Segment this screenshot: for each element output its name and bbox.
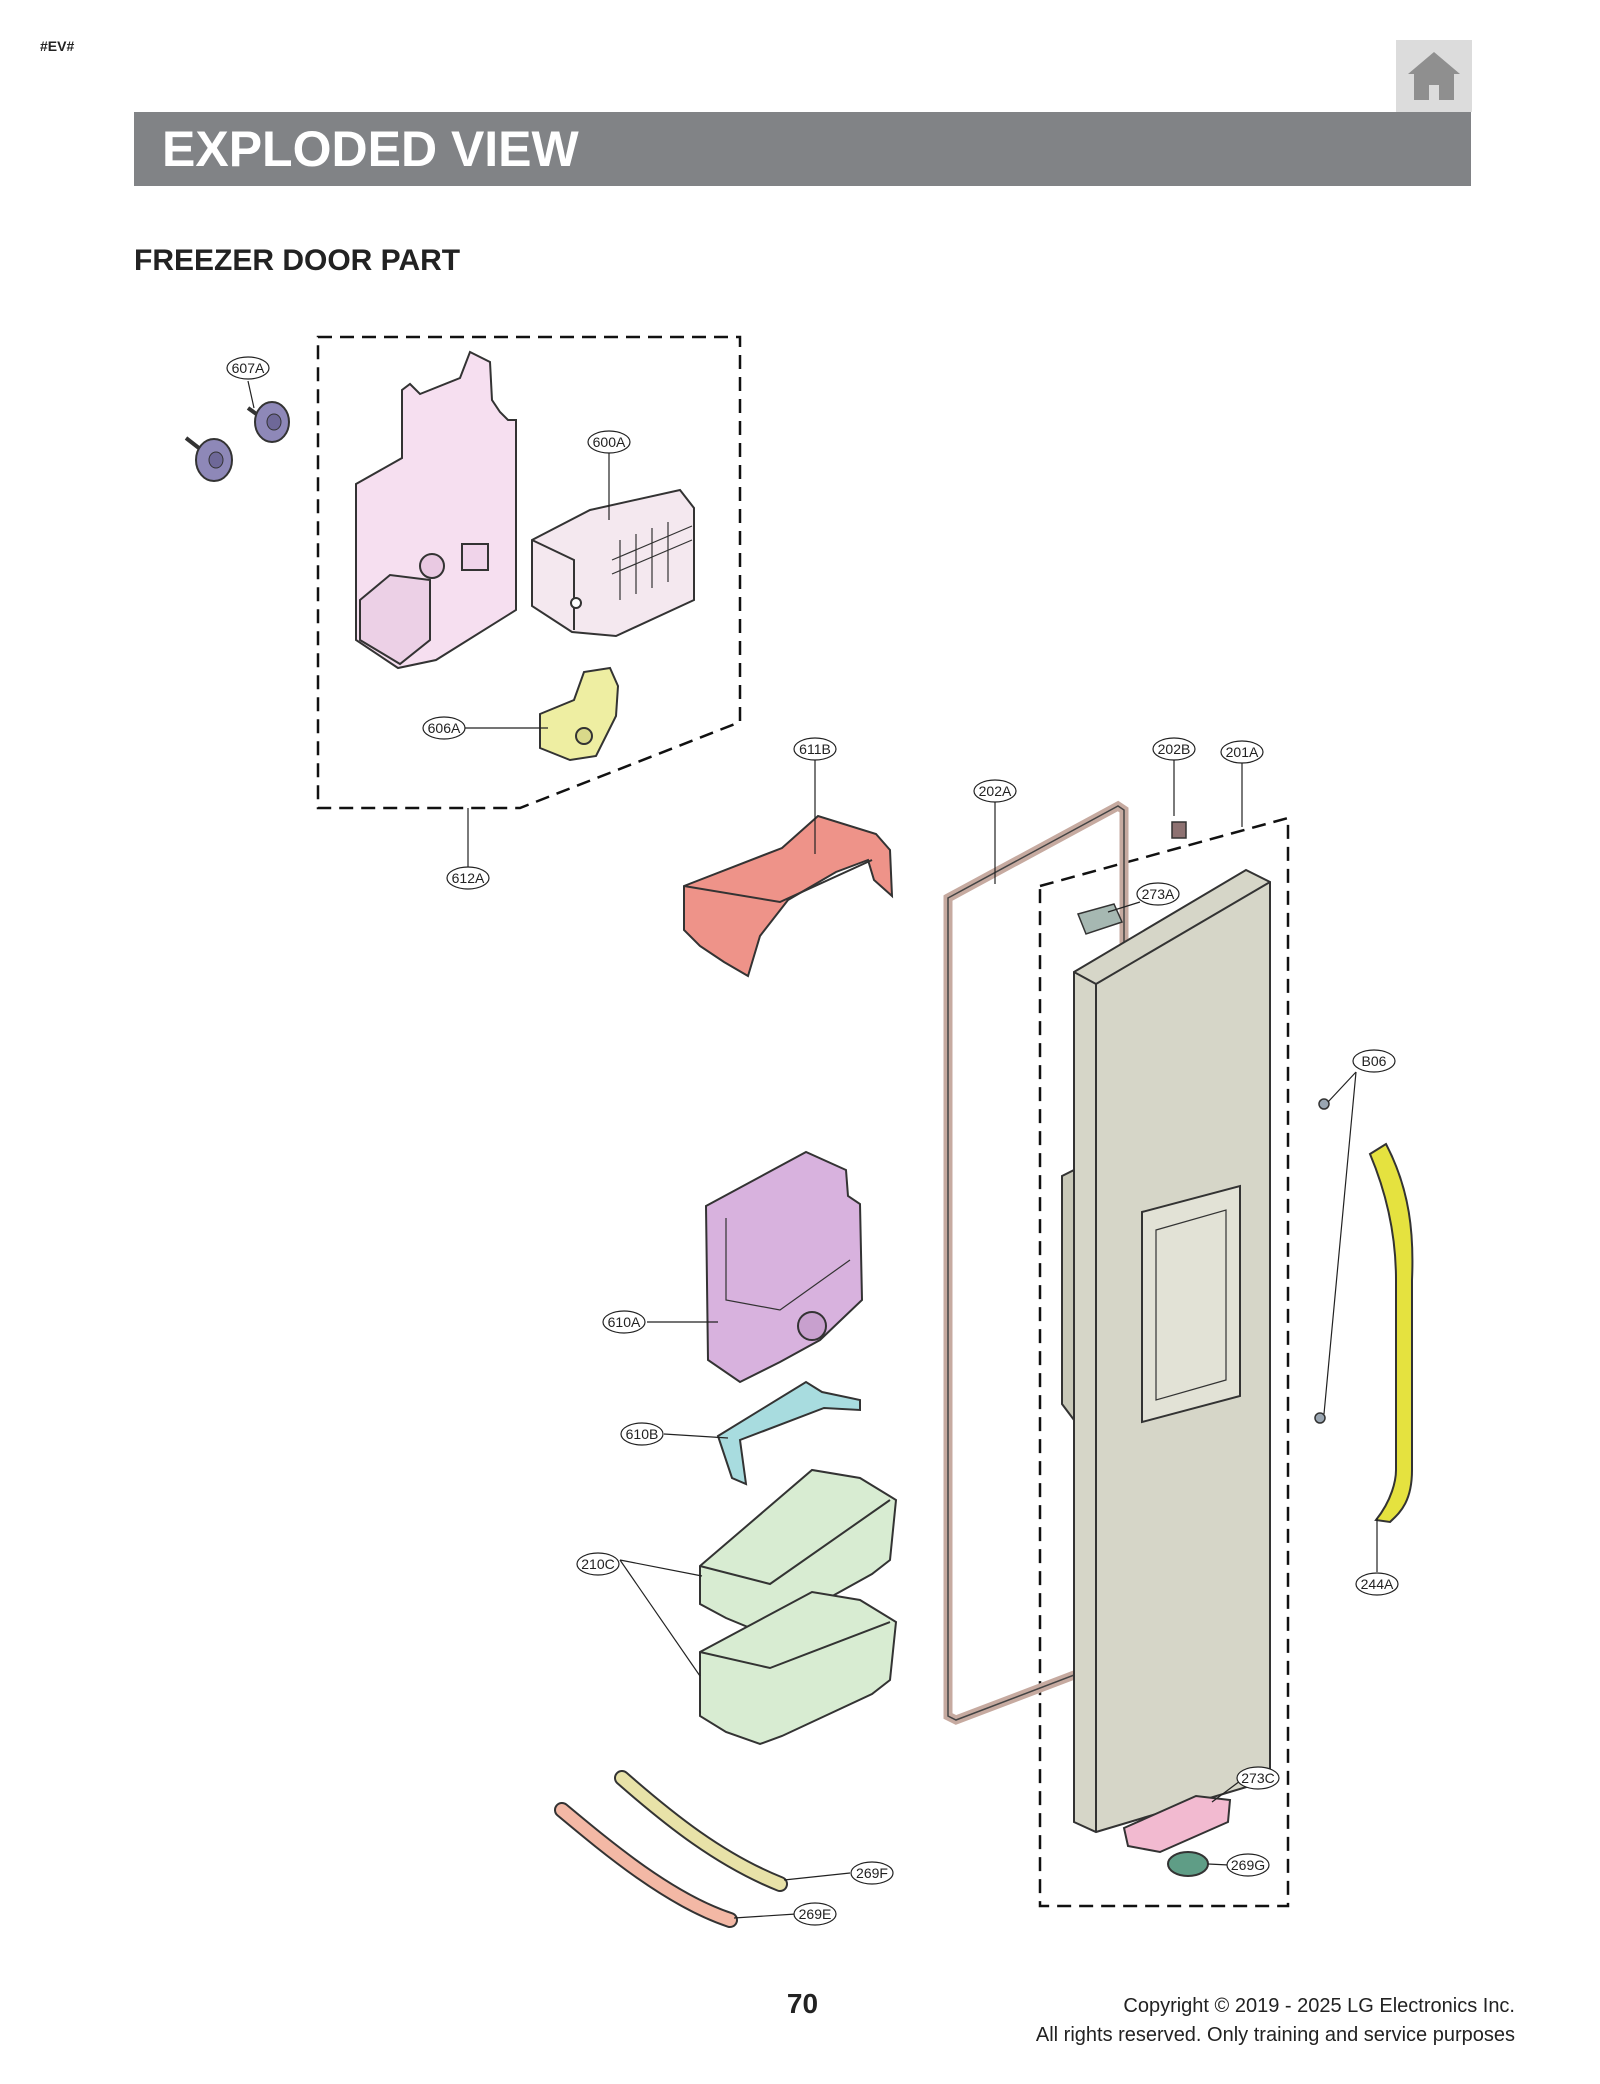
- hinge-273A-part: [1076, 903, 1124, 935]
- callout-269G: 269G: [1226, 1853, 1270, 1877]
- callout-610A: 610A: [602, 1310, 646, 1334]
- callout-610B-label: 610B: [626, 1426, 659, 1442]
- icemaker-600A-part: [531, 488, 695, 638]
- screw-B06-part: [1314, 1098, 1330, 1424]
- banner-title: EXPLODED VIEW: [162, 121, 579, 177]
- bin-210C-bottom-part: [699, 1590, 898, 1746]
- home-icon: [1408, 52, 1460, 100]
- callout-269F: 269F: [850, 1861, 894, 1885]
- callout-612A-label: 612A: [452, 870, 485, 886]
- callout-202A: 202A: [973, 779, 1017, 803]
- callout-273C-label: 273C: [1241, 1770, 1274, 1786]
- bucket-610A-part: [704, 1150, 864, 1384]
- callout-607A: 607A: [226, 356, 270, 380]
- callout-607A-label: 607A: [232, 360, 265, 376]
- callout-611B: 611B: [793, 737, 837, 761]
- callout-600A-label: 600A: [593, 434, 626, 450]
- copyright-line-2: All rights reserved. Only training and s…: [1035, 2024, 1515, 2046]
- callout-201A-label: 201A: [1226, 744, 1259, 760]
- home-button[interactable]: [1396, 40, 1472, 112]
- callout-273A: 273A: [1136, 882, 1180, 906]
- callout-202A-label: 202A: [979, 783, 1012, 799]
- hose-269F-part: [614, 1770, 788, 1892]
- leader-lines: [247, 380, 1378, 1919]
- callout-612A: 612A: [446, 866, 490, 890]
- callout-610A-label: 610A: [608, 1314, 641, 1330]
- callout-244A-label: 244A: [1361, 1576, 1394, 1592]
- callout-606A-label: 606A: [428, 720, 461, 736]
- document-tag: #EV#: [40, 38, 75, 54]
- callout-600A: 600A: [587, 430, 631, 454]
- callout-273C: 273C: [1236, 1766, 1280, 1790]
- callout-269F-label: 269F: [856, 1865, 888, 1881]
- door-201A-part: [1061, 868, 1271, 1834]
- callout-202B: 202B: [1152, 737, 1196, 761]
- handle-244A-part: [1368, 1142, 1414, 1524]
- callout-210C: 210C: [576, 1552, 620, 1576]
- knob-607A-part: [184, 401, 290, 482]
- callout-201A: 201A: [1220, 740, 1264, 764]
- bracket-610B-part: [716, 1380, 861, 1486]
- callout-606A: 606A: [422, 716, 466, 740]
- callout-244A: 244A: [1355, 1572, 1399, 1596]
- copyright-block: Copyright © 2019 - 2025 LG Electronics I…: [1036, 1992, 1515, 2050]
- bracket-606A-part: [539, 666, 620, 762]
- callout-269E-label: 269E: [799, 1906, 832, 1922]
- ice-assembly-group-box: [316, 335, 742, 810]
- callout-B06-label: B06: [1362, 1053, 1387, 1069]
- section-title: FREEZER DOOR PART: [134, 244, 461, 277]
- plate-273C-part: [1122, 1794, 1232, 1854]
- callout-210C-label: 210C: [581, 1556, 614, 1572]
- callout-B06: B06: [1352, 1049, 1396, 1073]
- callout-273A-label: 273A: [1142, 886, 1175, 902]
- duct-611B-part: [683, 814, 894, 978]
- cap-269G-part: [1167, 1851, 1209, 1877]
- copyright-line-1: Copyright © 2019 - 2025 LG Electronics I…: [1123, 1995, 1515, 2017]
- callout-202B-label: 202B: [1158, 741, 1191, 757]
- callout-269G-label: 269G: [1231, 1857, 1265, 1873]
- ice-frame-part: [355, 350, 517, 670]
- page-number: 70: [786, 1988, 819, 2019]
- hose-269E-part: [554, 1802, 738, 1928]
- callout-611B-label: 611B: [799, 741, 831, 757]
- bin-210C-top-part: [699, 1468, 898, 1634]
- stopper-202B-part: [1171, 821, 1187, 839]
- callout-610B: 610B: [620, 1422, 664, 1446]
- page-banner: EXPLODED VIEW: [134, 112, 1471, 186]
- callout-269E: 269E: [793, 1902, 837, 1926]
- door-group-box: [1038, 816, 1290, 1908]
